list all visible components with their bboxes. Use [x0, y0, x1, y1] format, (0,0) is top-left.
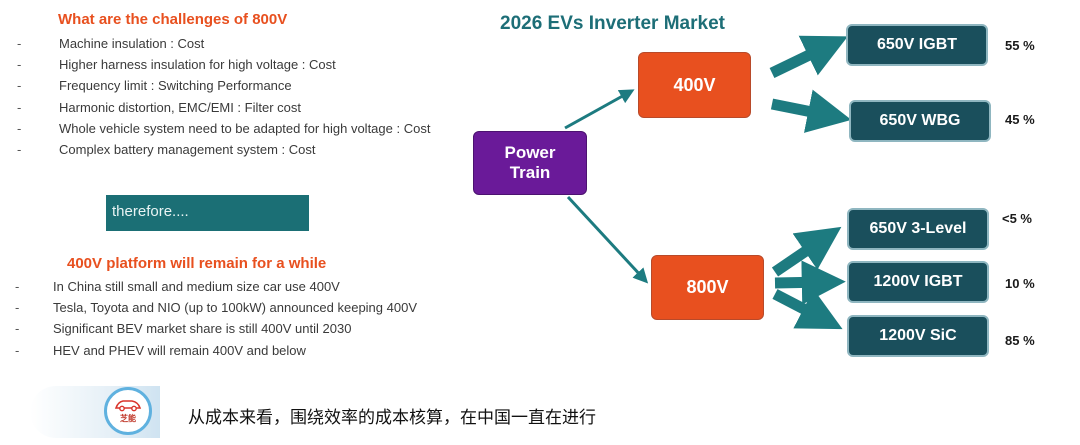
list-item: -Harmonic distortion, EMC/EMI : Filter c…	[17, 99, 301, 115]
list-item: -Frequency limit : Switching Performance	[17, 78, 292, 94]
leaf-1200v-sic: 1200V SiC	[847, 315, 989, 357]
leaf-1200v-igbt: 1200V IGBT	[847, 261, 989, 303]
remain-heading: 400V platform will remain for a while	[67, 255, 327, 272]
share-650v-3level: <5 %	[1002, 211, 1032, 226]
list-item: -Tesla, Toyota and NIO (up to 100kW) ann…	[15, 300, 417, 316]
car-icon	[114, 400, 142, 412]
list-item: -Higher harness insulation for high volt…	[17, 57, 336, 73]
node-800v: 800V	[651, 255, 764, 320]
power-train-node: Power Train	[473, 131, 587, 195]
leaf-650v-3level: 650V 3-Level	[847, 208, 989, 250]
challenges-heading: What are the challenges of 800V	[58, 11, 288, 28]
leaf-650v-igbt: 650V IGBT	[846, 24, 988, 66]
reasons-list: -In China still small and medium size ca…	[15, 276, 417, 361]
node-400v: 400V	[638, 52, 751, 118]
list-item: -Whole vehicle system need to be adapted…	[17, 120, 431, 136]
arrow-powertrain-800v	[566, 195, 649, 284]
arrow-800v-1200v-sic	[772, 289, 843, 330]
leaf-650v-wbg: 650V WBG	[849, 100, 991, 142]
list-item: -Complex battery management system : Cos…	[17, 141, 316, 157]
list-item: -In China still small and medium size ca…	[15, 279, 340, 294]
share-1200v-igbt: 10 %	[1005, 276, 1035, 291]
list-item: -Machine insulation : Cost	[17, 36, 205, 51]
logo-text: 芝能	[120, 414, 136, 423]
challenges-list: -Machine insulation : Cost -Higher harne…	[17, 33, 430, 160]
arrow-powertrain-400v	[564, 89, 635, 130]
arrow-400v-650v-igbt	[769, 35, 848, 78]
share-650v-wbg: 45 %	[1005, 112, 1035, 127]
share-650v-igbt: 55 %	[1005, 38, 1035, 53]
brand-logo: 芝能	[104, 387, 152, 435]
list-item: -HEV and PHEV will remain 400V and below	[15, 342, 306, 358]
arrow-800v-1200v-igbt	[774, 260, 846, 305]
list-item: -Significant BEV market share is still 4…	[15, 321, 352, 337]
arrow-800v-650v-3level	[771, 226, 842, 277]
therefore-banner: therefore....	[106, 195, 309, 231]
diagram-title: 2026 EVs Inverter Market	[500, 13, 725, 34]
share-1200v-sic: 85 %	[1005, 333, 1035, 348]
arrow-400v-650v-wbg	[770, 89, 852, 133]
footer-caption: 从成本来看，围绕效率的成本核算，在中国一直在进行	[188, 408, 596, 428]
